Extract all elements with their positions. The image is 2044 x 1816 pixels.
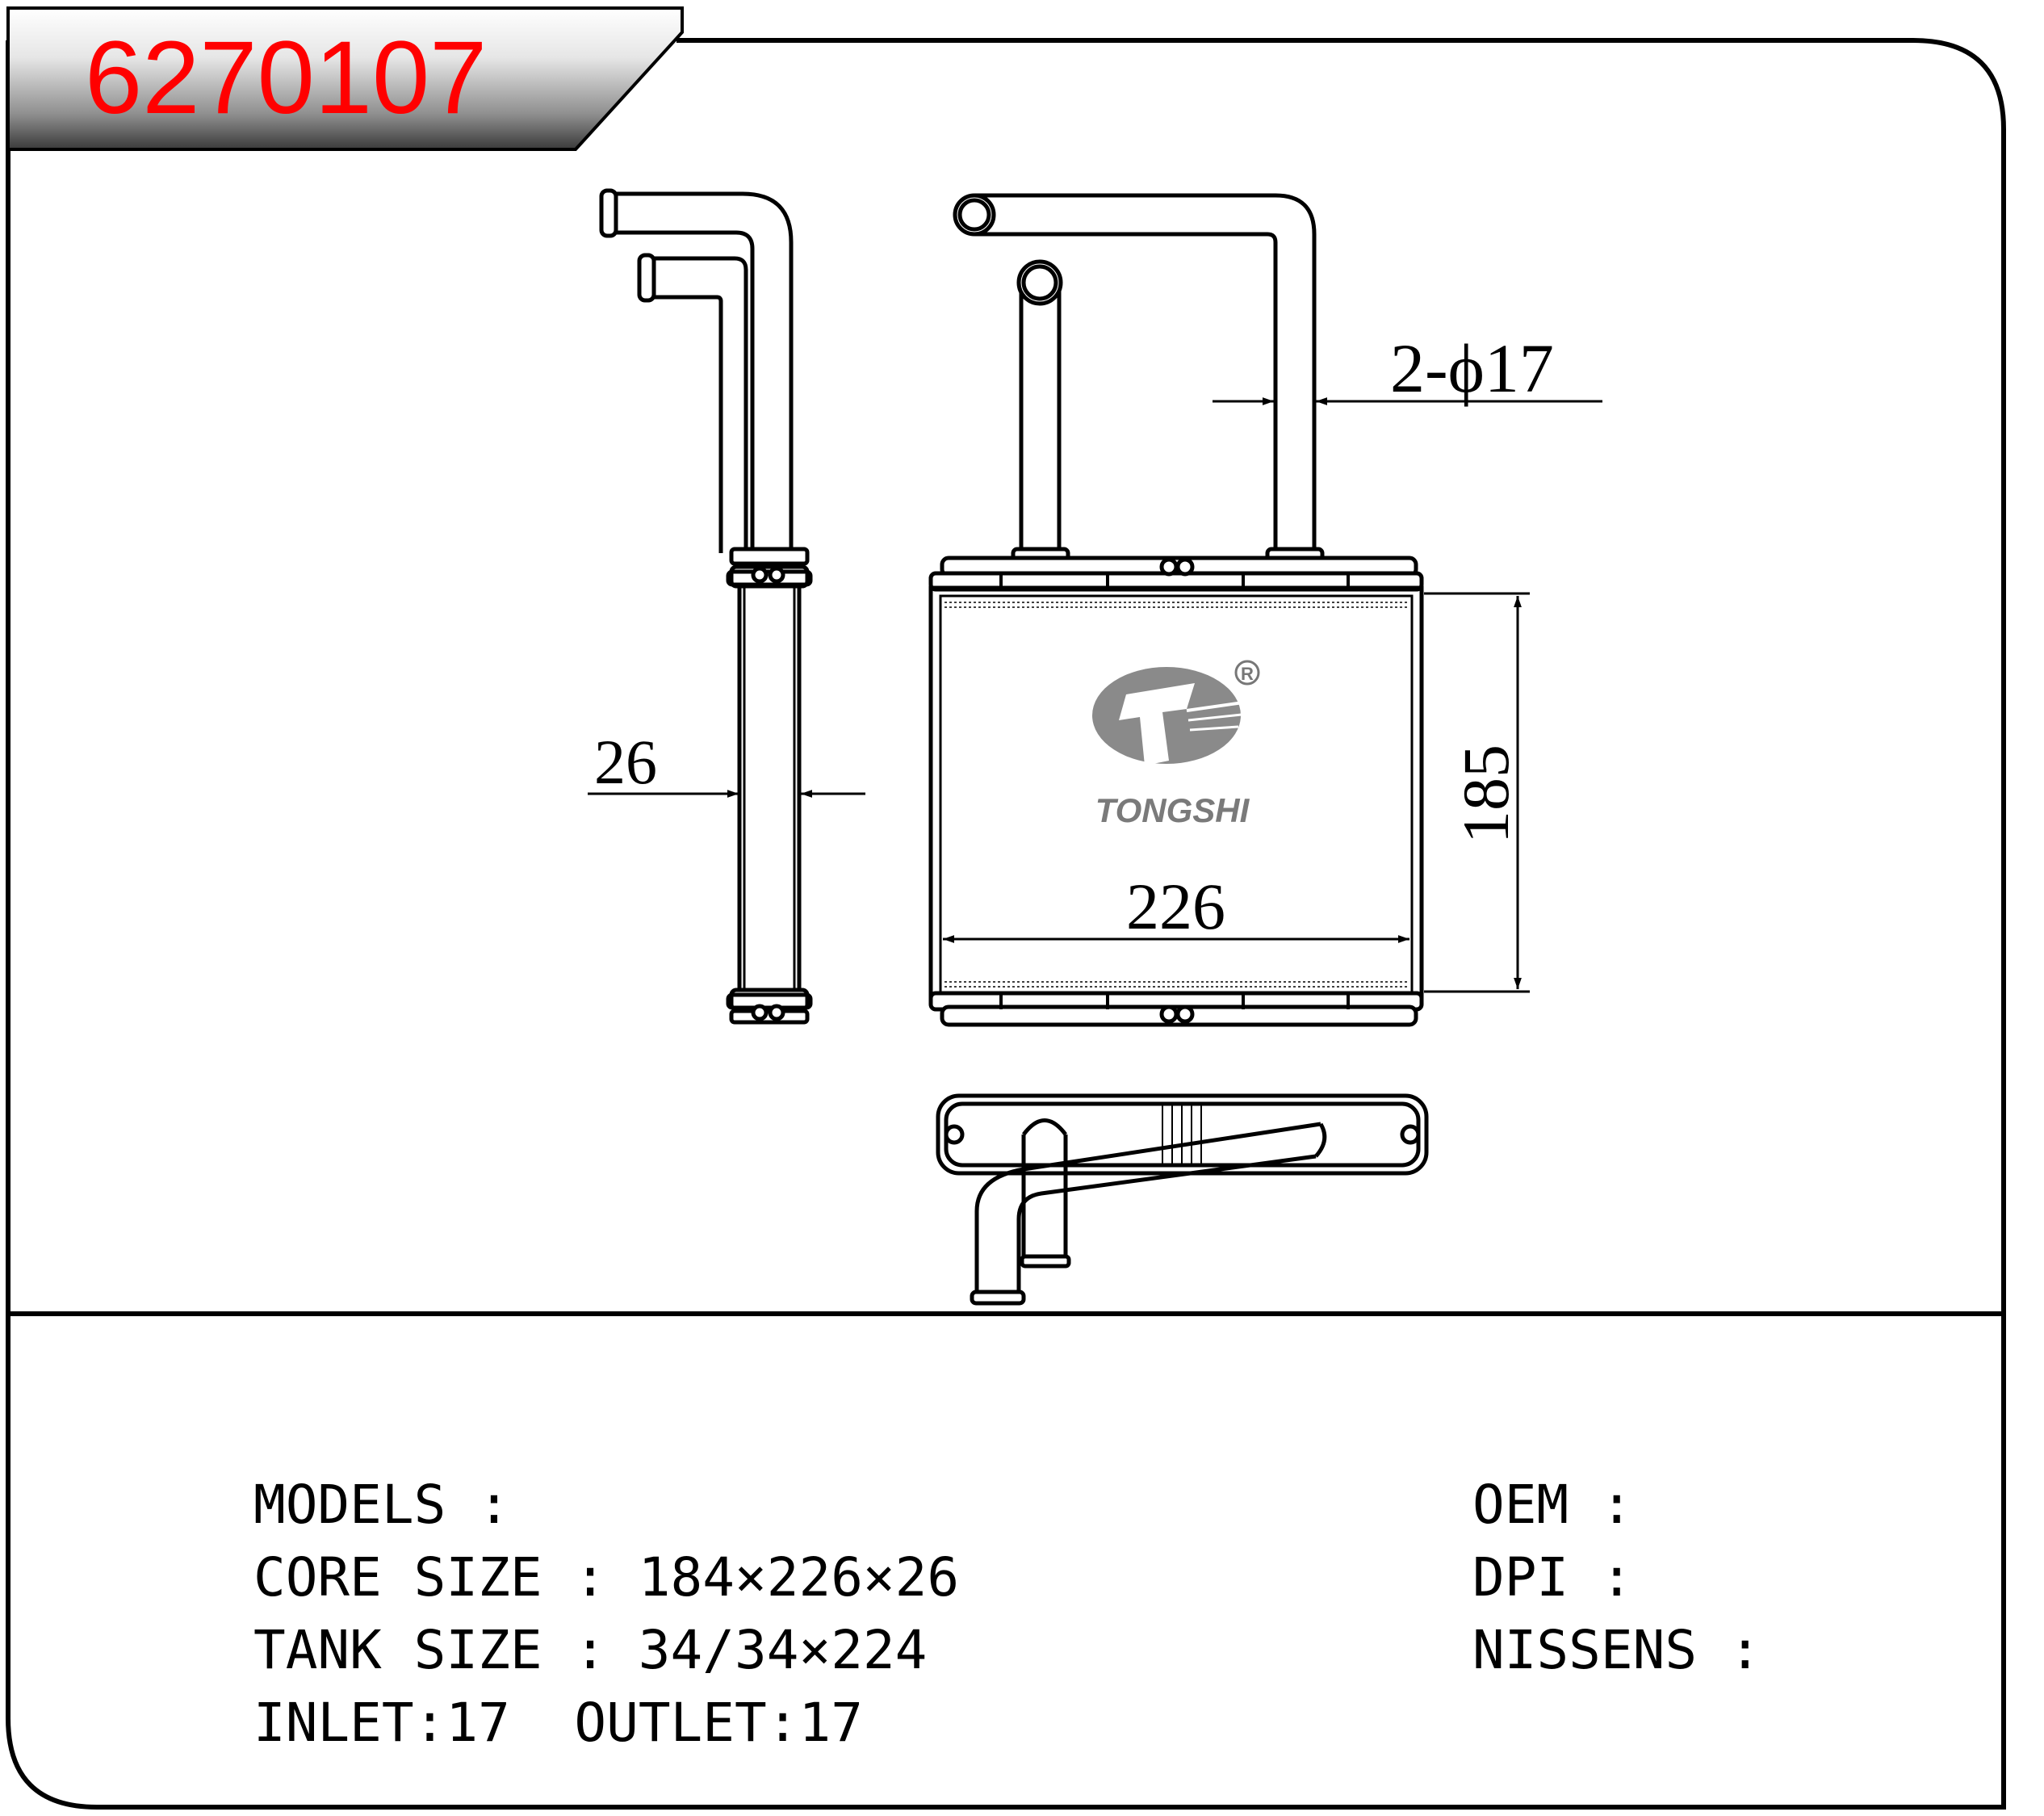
side-view [599, 188, 813, 1025]
registered-mark-icon [1234, 660, 1260, 686]
dim-pipe-label: 2-ϕ17 [1390, 329, 1554, 407]
dim-height-label: 185 [1449, 744, 1523, 844]
part-number: 6270107 [85, 20, 487, 136]
tank-ticks [999, 573, 1350, 1009]
registered-mark: R [1241, 664, 1254, 684]
outer-frame [6, 38, 2006, 1810]
dim-width-label: 226 [1126, 870, 1225, 943]
header-tab [6, 6, 684, 151]
dim-thickness-label: 26 [594, 727, 657, 797]
bottom-view [936, 1093, 1429, 1306]
dim-width: 226 [943, 870, 1409, 943]
core-fins [945, 602, 1409, 988]
dim-pipe: 2-ϕ17 [1213, 329, 1602, 407]
dim-height: 185 [1424, 592, 1530, 993]
logo-brand: TONGSHI [1095, 791, 1250, 829]
front-view [928, 193, 1424, 1027]
dim-thickness: 26 [588, 727, 865, 798]
tongshi-logo: R TONGSHI [1092, 660, 1260, 829]
